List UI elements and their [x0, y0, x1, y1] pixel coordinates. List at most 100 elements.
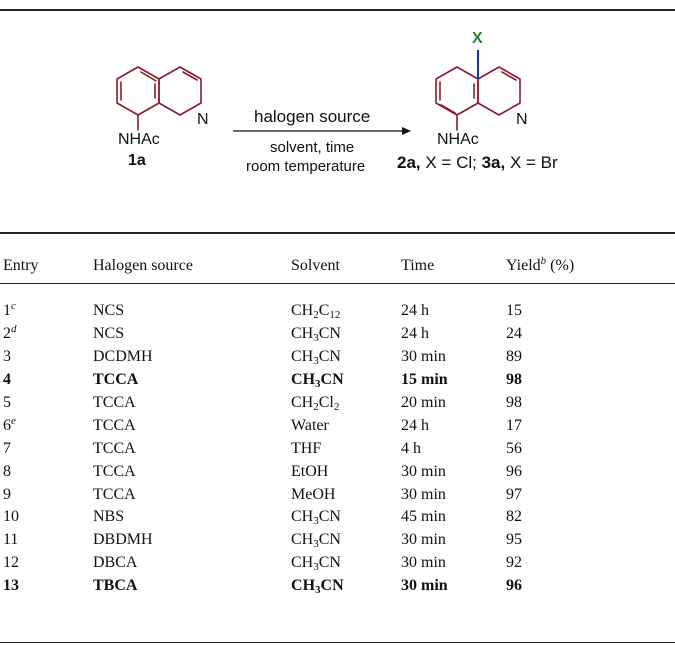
cell-time: 30 min: [401, 462, 446, 480]
header-entry: Entry: [3, 257, 39, 274]
cell-solvent: CH3CN: [291, 554, 341, 574]
arrowhead: [402, 127, 411, 135]
table-row: 8 TCCA EtOH 30 min 96: [0, 460, 675, 483]
arrow-bottom-text-2: room temperature: [246, 158, 366, 175]
cell-yield: 98: [506, 394, 522, 411]
cell-halogen: TBCA: [93, 577, 138, 595]
reaction-scheme: N NHAc 1a halogen source solvent, time r…: [0, 0, 675, 225]
cell-time: 30 min: [401, 554, 446, 572]
cell-yield: 24: [506, 325, 522, 343]
cell-time: 30 min: [401, 348, 446, 366]
cell-time: 30 min: [401, 531, 446, 549]
cell-time: 24 h: [401, 416, 429, 434]
cell-solvent: CH2Cl2: [291, 394, 340, 413]
cell-halogen: DBDMH: [93, 531, 153, 549]
product-label: 2a, X = Cl; 3a, X = Br: [397, 153, 558, 173]
cell-solvent: MeOH: [291, 485, 336, 503]
cell-entry: 12: [0, 552, 93, 575]
cell-halogen: TCCA: [93, 371, 139, 389]
entry-footnote: d: [11, 323, 17, 336]
header-yield-unit: (%): [546, 257, 575, 274]
cell-time: 20 min: [401, 394, 446, 411]
table-header-row: Entry Halogen source Solvent Time Yieldb…: [0, 248, 675, 284]
header-halogen: Halogen source: [93, 257, 193, 274]
spacer-row: [0, 284, 675, 300]
cell-halogen: DBCA: [93, 554, 138, 572]
entry-number: 3: [3, 348, 11, 366]
scheme-structures: [116, 50, 521, 135]
cell-time: 30 min: [401, 577, 448, 595]
cell-halogen: TCCA: [93, 394, 136, 411]
results-table: Entry Halogen source Solvent Time Yieldb…: [0, 248, 675, 598]
arrow-top-text: halogen source: [254, 107, 371, 126]
cell-entry: 8: [0, 460, 93, 483]
cell-entry: 13: [0, 575, 93, 598]
cell-entry: 5: [0, 392, 93, 415]
label-3a-text: X = Br: [505, 153, 558, 172]
cell-entry: 10: [0, 506, 93, 529]
cell-yield: 97: [506, 485, 522, 503]
cell-solvent: CH3CN: [291, 348, 341, 368]
entry-number: 10: [3, 508, 19, 526]
cell-yield: 95: [506, 531, 522, 549]
header-rule: [0, 283, 675, 284]
table-top-rule: [0, 232, 675, 234]
top-rule: [0, 9, 675, 11]
bottom-rule: [0, 642, 675, 643]
cell-halogen: DCDMH: [93, 348, 153, 366]
entry-number: 9: [3, 485, 11, 503]
entry-number: 8: [3, 462, 11, 480]
cell-halogen: NBS: [93, 508, 125, 526]
entry-number: 4: [3, 371, 11, 389]
cell-entry: 4: [0, 369, 93, 392]
product-x-atom: X: [472, 30, 483, 47]
reactant-label: 1a: [128, 152, 146, 169]
cell-yield: 56: [506, 439, 522, 457]
cell-time: 15 min: [401, 371, 448, 389]
label-2a: 2a,: [397, 153, 421, 172]
table-row: 3 DCDMH CH3CN 30 min 89: [0, 346, 675, 369]
spacer-cell: [0, 284, 675, 300]
product-substituent: NHAc: [437, 131, 479, 148]
cell-halogen: TCCA: [93, 462, 136, 480]
entry-number: 2: [3, 325, 11, 343]
cell-yield: 17: [506, 416, 522, 434]
cell-time: 4 h: [401, 439, 421, 457]
cell-solvent: EtOH: [291, 462, 329, 480]
entry-number: 11: [3, 531, 19, 549]
header-time: Time: [401, 257, 435, 274]
cell-yield: 89: [506, 348, 522, 366]
cell-time: 45 min: [401, 508, 446, 526]
cell-halogen: NCS: [93, 325, 125, 343]
cell-yield: 92: [506, 554, 522, 572]
entry-number: 1: [3, 302, 11, 320]
cell-halogen: TCCA: [93, 485, 136, 503]
cell-solvent: CH3CN: [291, 508, 341, 528]
cell-solvent: CH3CN: [291, 371, 344, 391]
label-2a-text: X = Cl;: [420, 153, 482, 172]
cell-solvent: Water: [291, 416, 329, 434]
header-yield-sup: b: [540, 255, 547, 267]
entry-number: 6: [3, 416, 11, 434]
entry-number: 5: [3, 394, 11, 411]
cell-halogen: NCS: [93, 302, 125, 320]
label-3a: 3a,: [481, 153, 506, 172]
entry-footnote: c: [11, 300, 16, 313]
cell-solvent: THF: [291, 439, 322, 457]
cell-halogen: TCCA: [93, 439, 136, 457]
cell-yield: 15: [506, 302, 522, 320]
cell-solvent: CH3CN: [291, 577, 344, 597]
header-solvent: Solvent: [291, 257, 340, 274]
cell-yield: 96: [506, 462, 522, 480]
cell-solvent: CH3CN: [291, 325, 341, 345]
cell-entry: 9: [0, 483, 93, 506]
entry-footnote: e: [11, 414, 16, 427]
cell-solvent: CH3CN: [291, 531, 341, 551]
